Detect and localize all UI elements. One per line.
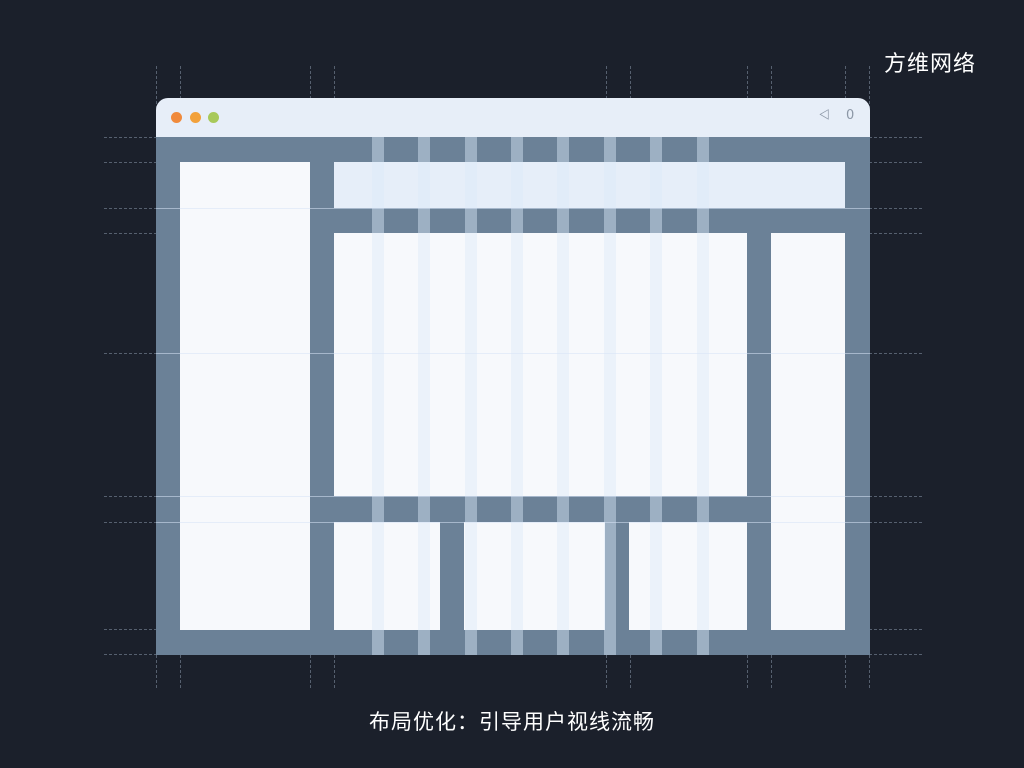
grid-column	[557, 137, 569, 655]
sidebar-left-block	[180, 162, 310, 630]
maximize-dot-icon[interactable]	[208, 112, 219, 123]
grid-row-line	[156, 522, 870, 523]
grid-column	[511, 137, 523, 655]
card-block-1	[334, 522, 440, 630]
sidebar-right-block	[771, 233, 845, 630]
main-content-block	[334, 233, 747, 496]
grid-column	[465, 137, 477, 655]
grid-row-line	[156, 208, 870, 209]
grid-row-line	[156, 496, 870, 497]
grid-column	[418, 137, 430, 655]
grid-column	[604, 137, 616, 655]
grid-row-line	[156, 353, 870, 354]
minimize-dot-icon[interactable]	[190, 112, 201, 123]
grid-column	[697, 137, 709, 655]
header-bar-block	[334, 162, 845, 208]
layout-canvas	[156, 137, 870, 655]
grid-column	[650, 137, 662, 655]
counter-label: 0	[846, 108, 855, 123]
close-dot-icon[interactable]	[171, 112, 182, 123]
brand-logo-text: 方维网络	[883, 52, 976, 77]
card-block-2	[464, 522, 605, 630]
share-icon[interactable]: ⨞	[819, 108, 830, 123]
browser-titlebar: ⨞ 0	[156, 98, 870, 137]
browser-window: ⨞ 0	[156, 98, 870, 655]
grid-column	[372, 137, 384, 655]
caption-text: 布局优化：引导用户视线流畅	[369, 710, 655, 734]
card-block-3	[629, 522, 747, 630]
